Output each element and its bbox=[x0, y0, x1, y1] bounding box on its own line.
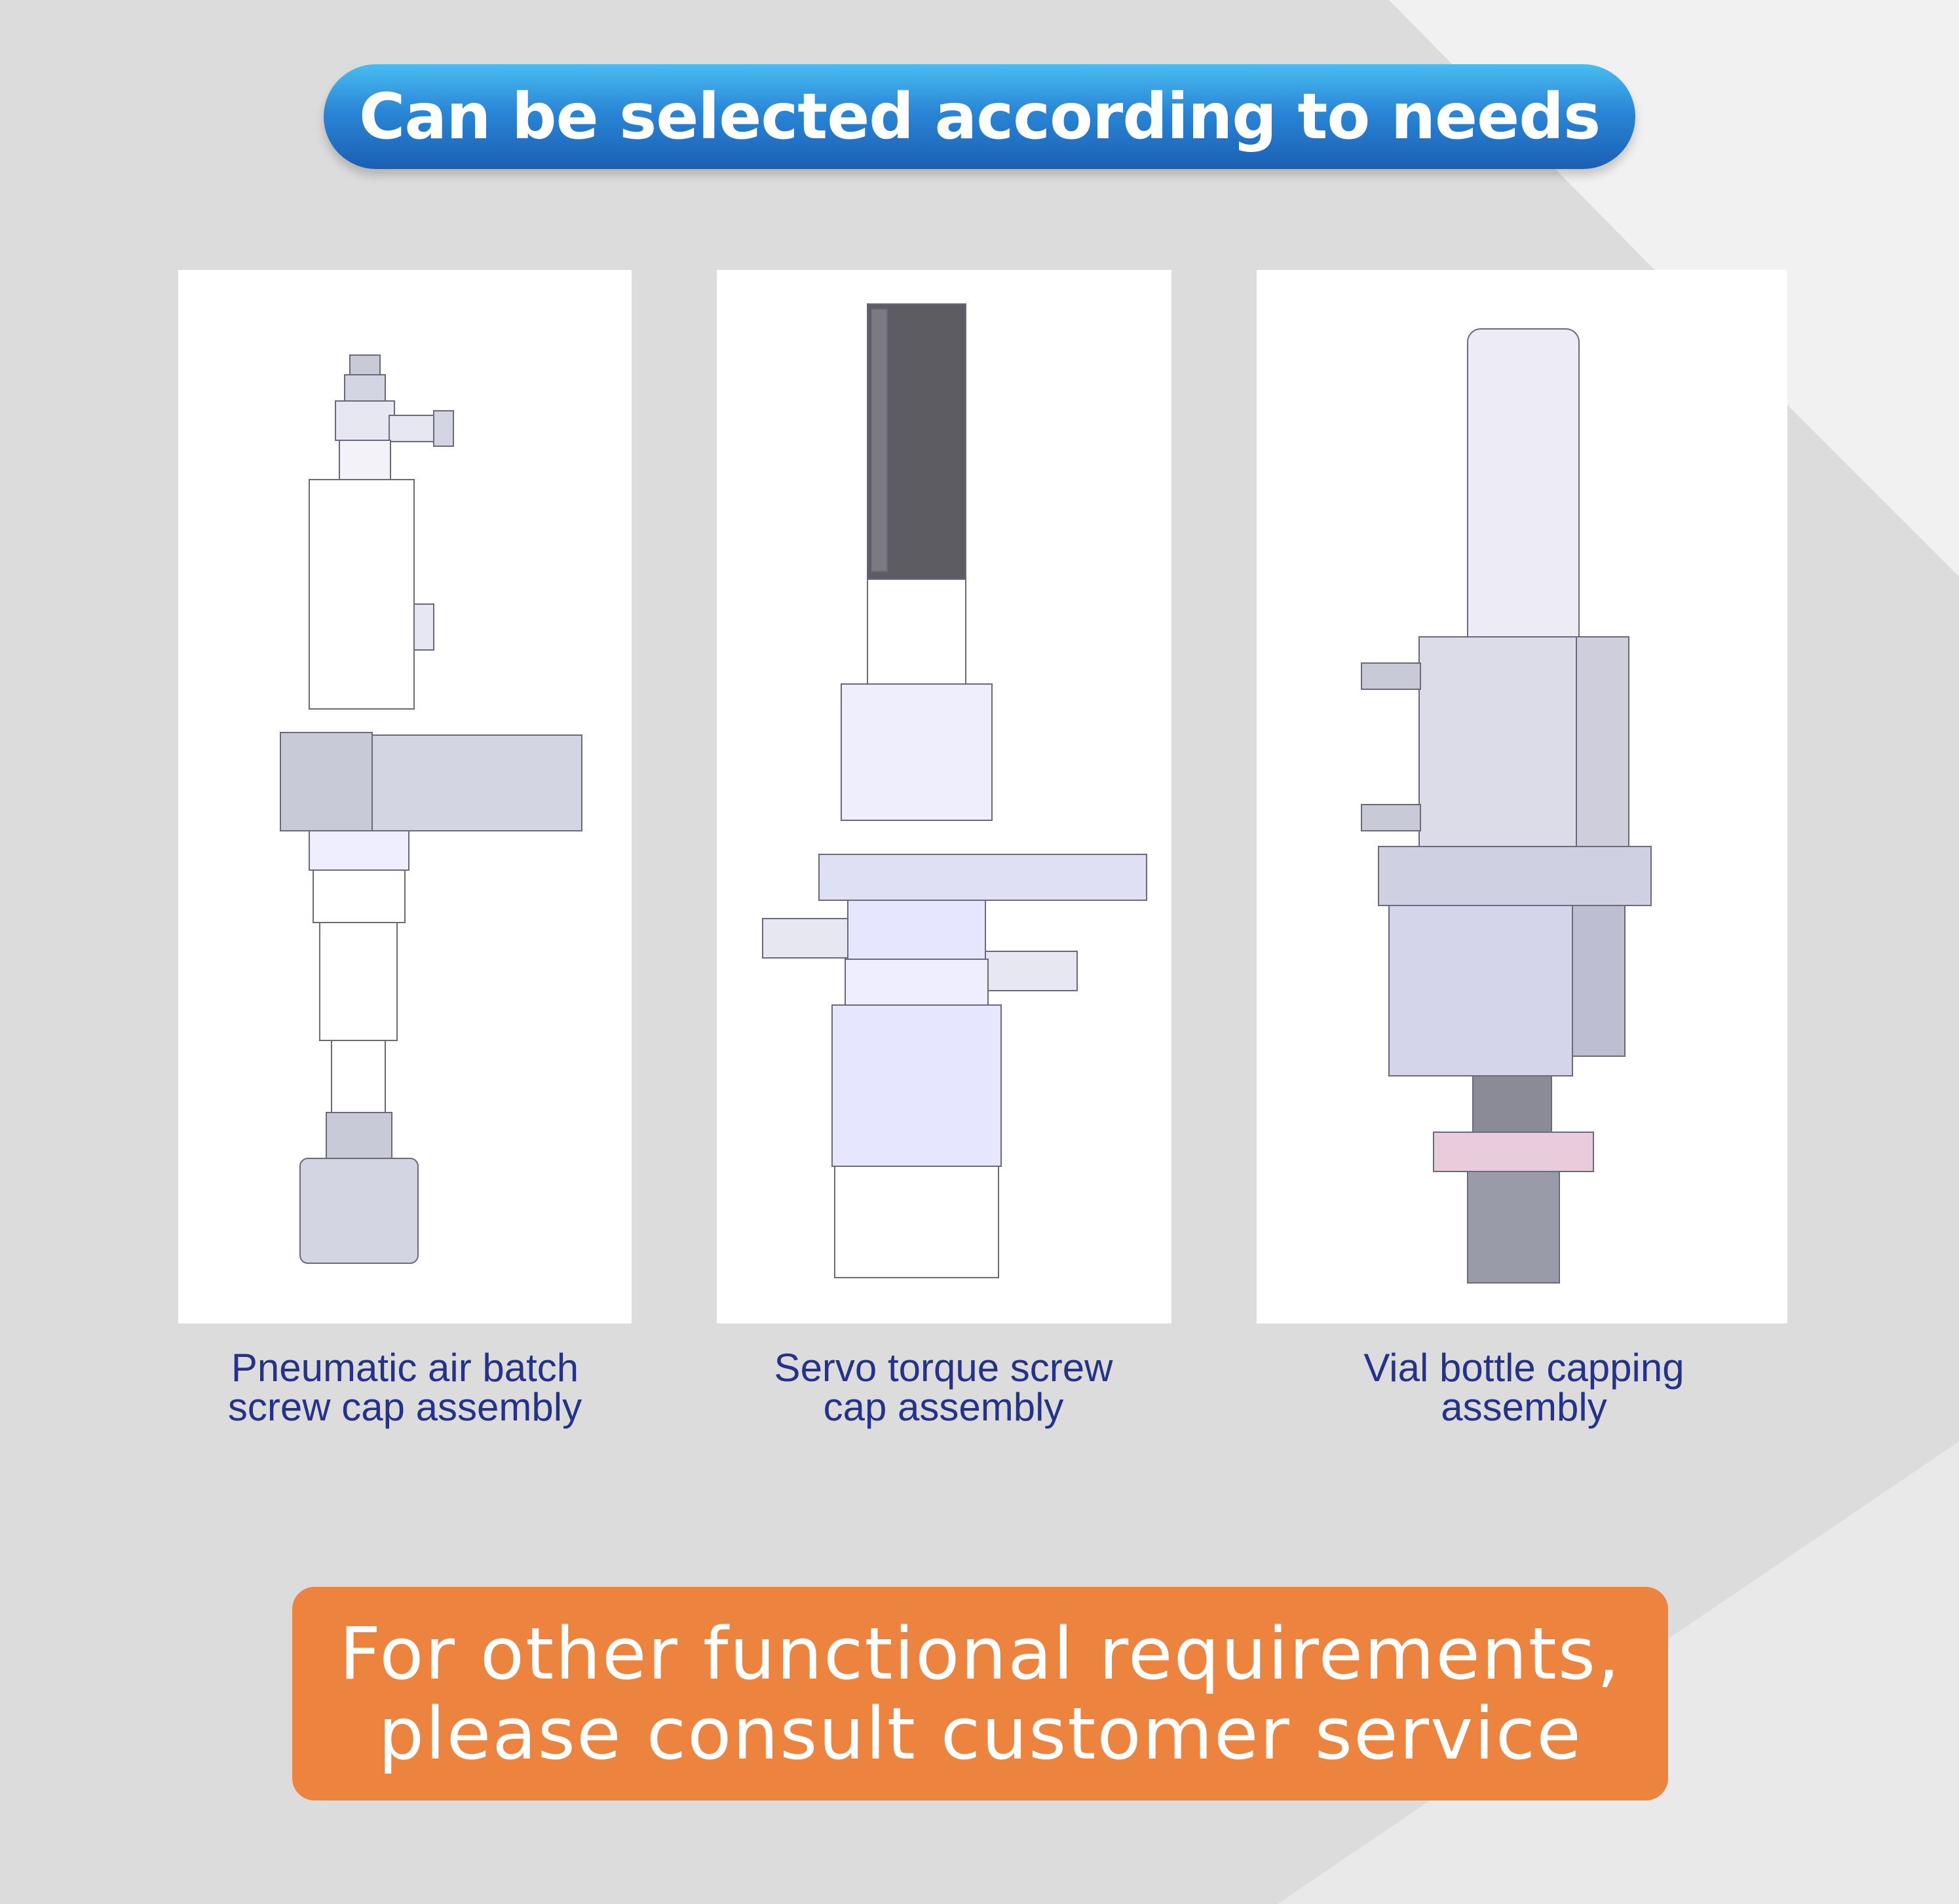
caption-vial: Vial bottle capping assembly bbox=[1363, 1346, 1684, 1429]
footer-line-1: For other functional requirements, bbox=[339, 1612, 1622, 1696]
product-card-servo bbox=[717, 270, 1171, 1323]
header-title: Can be selected according to needs bbox=[358, 80, 1601, 153]
product-card-vial bbox=[1257, 270, 1787, 1323]
footer-line-2: please consult customer service bbox=[378, 1692, 1582, 1776]
pneumatic-screw-cap-assembly-drawing bbox=[280, 354, 582, 1264]
caption-pneumatic: Pneumatic air batch screw cap assembly bbox=[227, 1346, 582, 1429]
header-banner: Can be selected according to needs bbox=[324, 64, 1635, 169]
caption-servo: Servo torque screw cap assembly bbox=[774, 1346, 1113, 1429]
footer-banner: For other functional requirements, pleas… bbox=[292, 1587, 1668, 1800]
servo-torque-screw-cap-assembly-drawing bbox=[762, 303, 1147, 1278]
vial-bottle-capping-assembly-drawing bbox=[1361, 328, 1652, 1284]
product-card-pneumatic bbox=[178, 270, 632, 1323]
